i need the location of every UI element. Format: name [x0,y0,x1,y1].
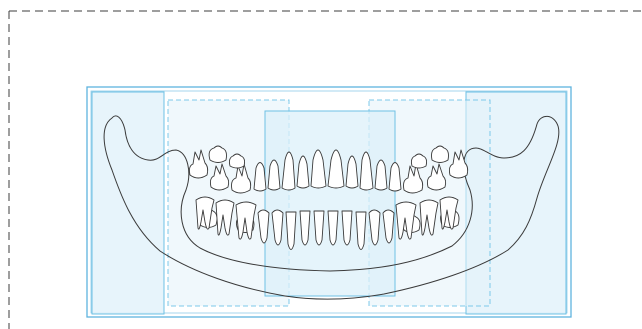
unerupted-upper-right-a [432,146,449,163]
region-left-outer [92,92,164,314]
exposure-regions [92,92,566,314]
